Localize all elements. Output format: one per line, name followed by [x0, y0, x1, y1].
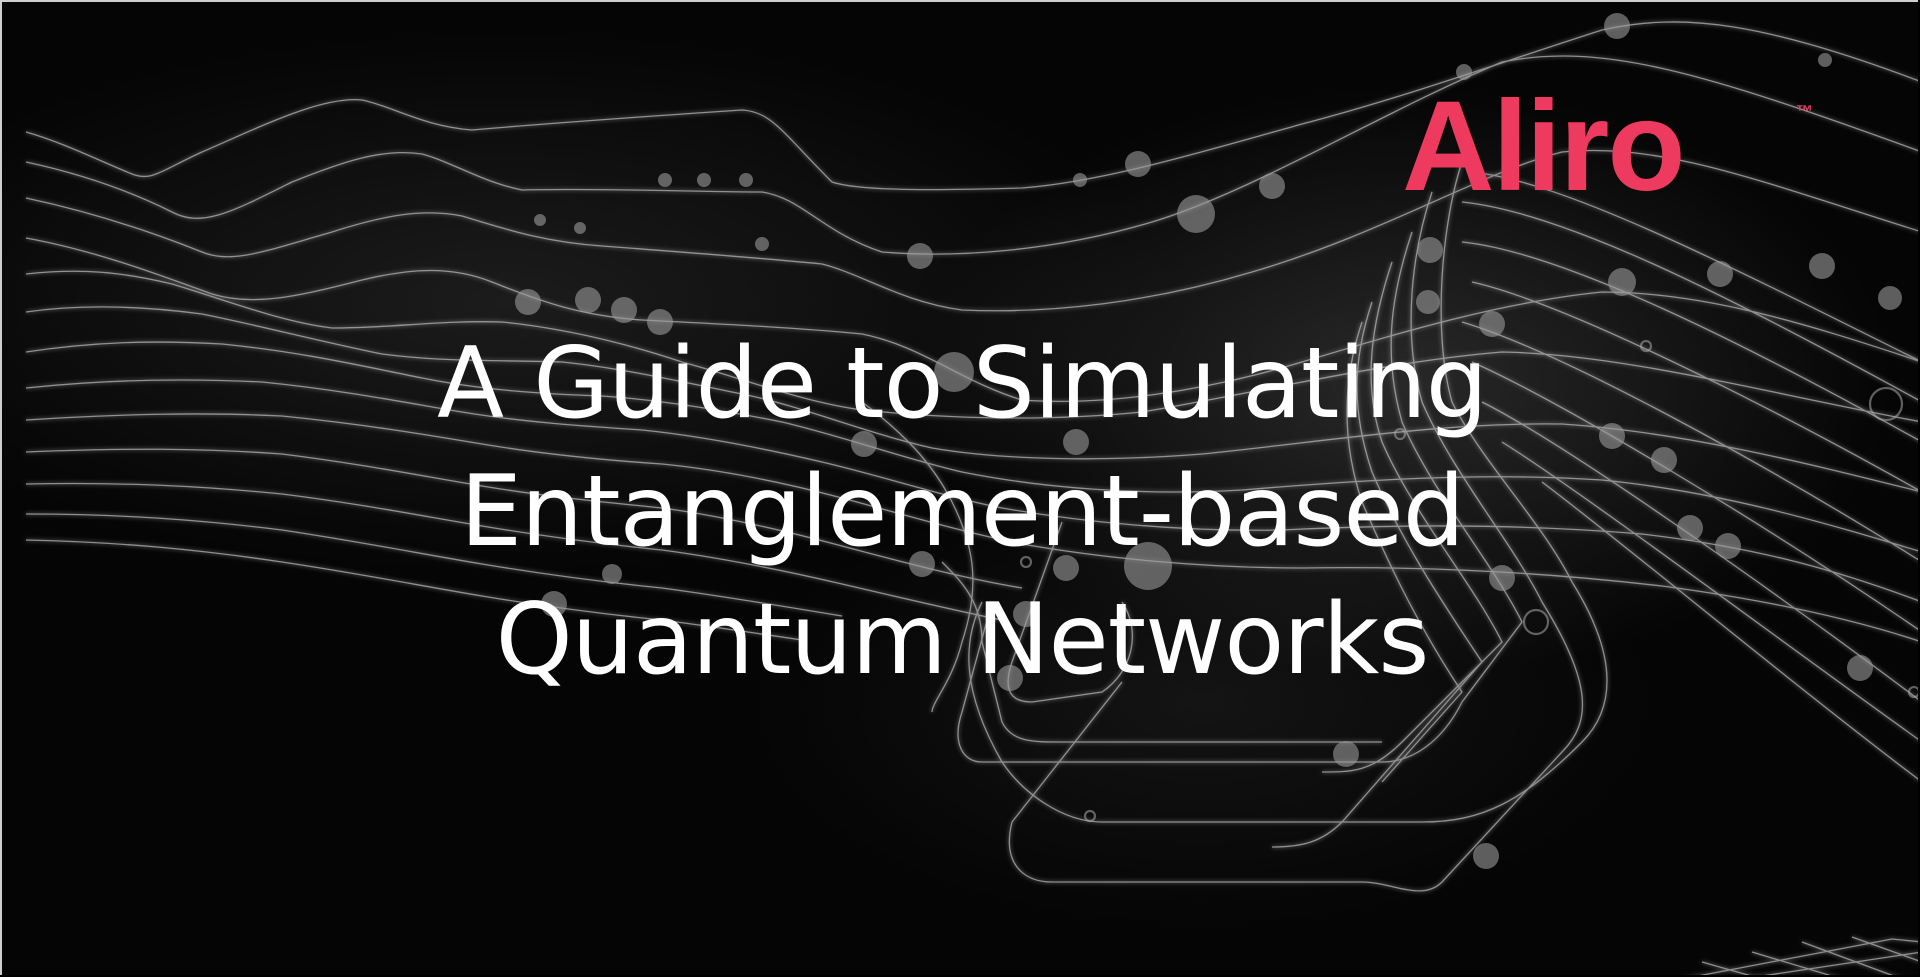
trademark-symbol: ™ [1796, 102, 1813, 121]
logo-wordmark: Aliro [1402, 75, 1686, 218]
page-title: A Guide to Simulating Entanglement-based… [2, 320, 1918, 704]
title-line-3: Quantum Networks [495, 583, 1430, 697]
title-line-2: Entanglement-based [460, 455, 1465, 569]
aliro-logo: Aliro ™ [1402, 75, 1832, 218]
title-line-1: A Guide to Simulating [437, 327, 1488, 441]
